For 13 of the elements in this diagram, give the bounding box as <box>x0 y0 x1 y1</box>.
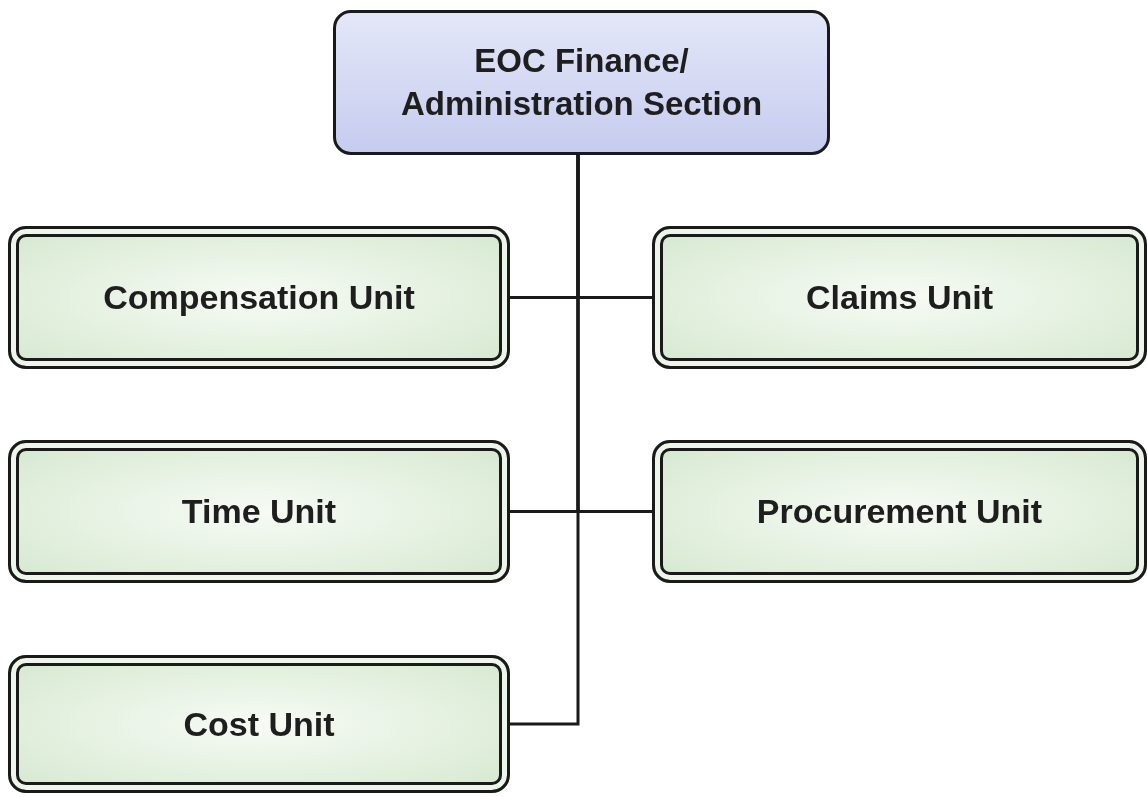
unit-box <box>8 440 510 583</box>
unit-label: Claims Unit <box>804 278 994 317</box>
unit-box <box>8 226 510 369</box>
section-box <box>333 10 830 155</box>
section-title: EOC Finance/ Administration Section <box>399 40 764 124</box>
unit-label: Procurement Unit <box>755 492 1044 531</box>
unit-label: Time Unit <box>180 492 338 531</box>
unit-box <box>652 226 1147 369</box>
unit-box <box>8 655 510 793</box>
connector-line <box>510 155 580 726</box>
unit-label: Compensation Unit <box>102 278 416 317</box>
unit-box <box>652 440 1147 583</box>
unit-label: Cost Unit <box>182 704 336 744</box>
